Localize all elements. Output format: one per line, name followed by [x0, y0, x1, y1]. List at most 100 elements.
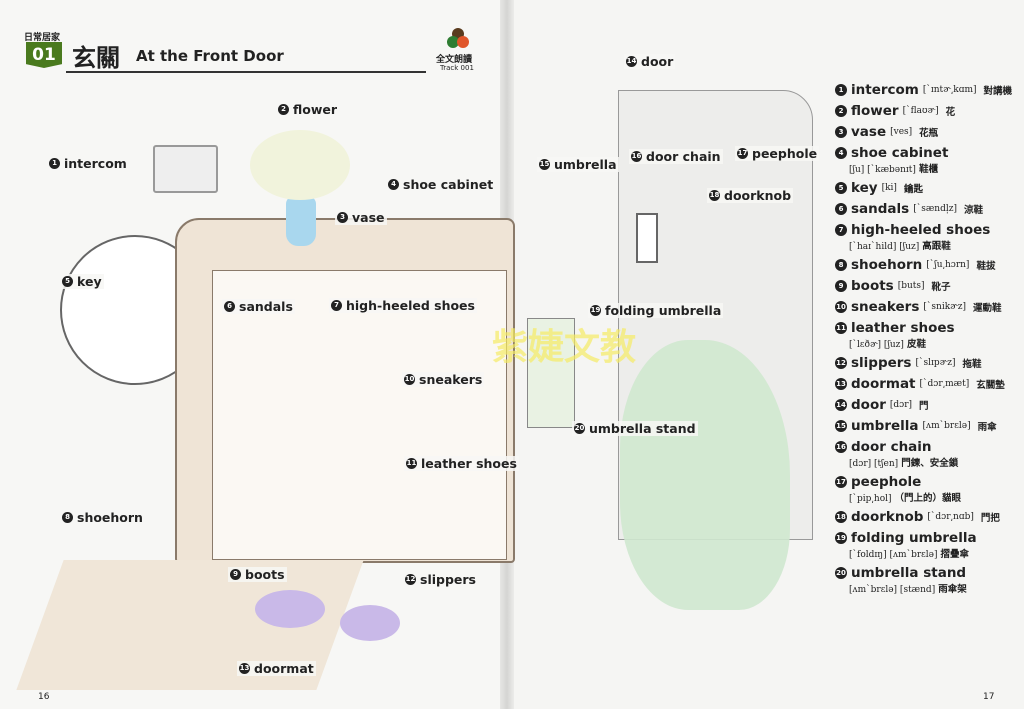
item-number: 15	[835, 420, 847, 432]
vocab-word: folding umbrella	[851, 530, 977, 546]
vocab-chinese: 門	[919, 401, 929, 412]
umbrella-stand-illustration	[527, 318, 575, 428]
title-zh: 玄關	[72, 44, 120, 72]
item-number: 10	[835, 301, 847, 313]
vocab-chinese: 花瓶	[919, 128, 939, 139]
watermark: 紫婕文教	[492, 327, 637, 368]
vocab-word: shoe cabinet	[851, 145, 949, 161]
item-number: 11	[835, 322, 847, 334]
vocab-phonetic: [ˋflaʊɚ]	[902, 106, 939, 116]
vocab-chinese: 門把	[980, 513, 1000, 524]
item-number: 20	[835, 567, 847, 579]
item-number: 4	[835, 147, 847, 159]
vocab-chinese: 花	[945, 107, 956, 118]
vocab-chinese: 鞋櫃	[918, 164, 938, 175]
vocab-phonetic: [ves]	[890, 127, 913, 137]
vocab-word: peephole	[851, 474, 922, 490]
vocab-chinese: （門上的）貓眼	[894, 493, 962, 504]
vocab-phonetic: [ˋpip͵hol]	[849, 494, 892, 504]
item-number: 19	[835, 532, 847, 544]
title-en: At the Front Door	[136, 47, 284, 65]
vocab-word: door	[851, 397, 886, 413]
vocab-chinese: 對講機	[983, 86, 1013, 97]
vocab-chinese: 靴子	[931, 282, 951, 293]
plant-illustration	[620, 340, 790, 610]
item-number: 14	[835, 399, 847, 411]
cabinet-shelves	[212, 270, 507, 560]
vocab-chinese: 拖鞋	[962, 359, 982, 370]
page-number-left: 16	[38, 692, 50, 702]
vocab-phonetic: [ˋdɔr͵nɑb]	[927, 512, 974, 522]
item-number: 13	[835, 378, 847, 390]
vocab-item: 14 door[dɔr] 門	[835, 397, 1020, 413]
vocab-word: intercom	[851, 82, 919, 98]
vocab-phonetic: [ˋslɪpɚz]	[915, 358, 956, 368]
vocab-item: 17 peephole [ˋpip͵hol]（門上的）貓眼	[835, 474, 1020, 504]
lock-plate-illustration	[636, 213, 658, 263]
item-number: 5	[835, 182, 847, 194]
vocab-word: key	[851, 180, 878, 196]
vocab-phonetic: [ki]	[881, 183, 897, 193]
item-number: 3	[835, 126, 847, 138]
vocab-item: 2 flower[ˋflaʊɚ] 花	[835, 103, 1020, 119]
vocab-word: doorknob	[851, 509, 924, 525]
vocab-phonetic: [ˋlɛðɚ] [ʃuz]	[849, 340, 904, 350]
vocab-word: umbrella	[851, 418, 919, 434]
vocab-word: door chain	[851, 439, 932, 455]
vocab-phonetic: [dɔr]	[889, 400, 913, 410]
item-number: 17	[835, 476, 847, 488]
item-number: 7	[835, 224, 847, 236]
audio-track-icon[interactable]	[446, 26, 470, 50]
vocab-word: high-heeled shoes	[851, 222, 991, 238]
flower-illustration	[250, 130, 350, 200]
vocab-phonetic: [dɔr] [tʃen]	[849, 459, 899, 469]
vocab-chinese: 門鍊、安全鎖	[901, 458, 959, 469]
vocab-word: umbrella stand	[851, 565, 967, 581]
vocab-word: sneakers	[851, 299, 920, 315]
item-number: 9	[835, 280, 847, 292]
category-label: 日常居家	[24, 33, 61, 43]
vocab-chinese: 摺疊傘	[940, 549, 970, 560]
item-number: 6	[835, 203, 847, 215]
track-number: Track 001	[440, 64, 474, 72]
vocab-word: boots	[851, 278, 894, 294]
vocab-word: doormat	[851, 376, 916, 392]
item-number: 12	[835, 357, 847, 369]
vocab-item: 18 doorknob[ˋdɔr͵nɑb] 門把	[835, 509, 1020, 525]
vocab-phonetic: [ˋdɔr͵mæt]	[919, 379, 970, 389]
vocab-word: flower	[851, 103, 899, 119]
item-number: 16	[835, 441, 847, 453]
vocab-item: 16 door chain [dɔr] [tʃen]門鍊、安全鎖	[835, 439, 1020, 469]
vocab-phonetic: [ʌmˋbrɛlə] [stænd]	[849, 585, 936, 595]
vocab-item: 12 slippers[ˋslɪpɚz] 拖鞋	[835, 355, 1020, 371]
vase-illustration	[286, 196, 316, 246]
item-number: 1	[835, 84, 847, 96]
page-number-right: 17	[983, 692, 995, 702]
vocab-phonetic: [ˋɪntɚ͵kɑm]	[922, 85, 977, 95]
vocab-chinese: 雨傘	[977, 422, 997, 433]
vocab-word: slippers	[851, 355, 912, 371]
item-number: 2	[835, 105, 847, 117]
item-number: 18	[835, 511, 847, 523]
